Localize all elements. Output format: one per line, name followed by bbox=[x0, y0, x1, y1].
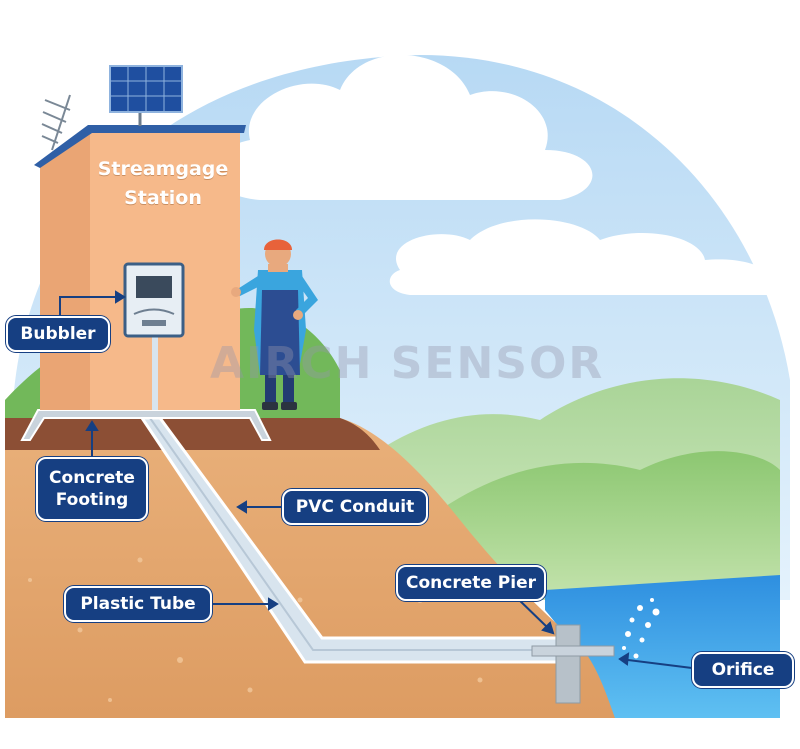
label-pvc-conduit-text: PVC Conduit bbox=[295, 497, 415, 517]
concrete-pier bbox=[531, 624, 615, 704]
label-concrete-footing-line1: Concrete bbox=[49, 468, 135, 488]
antenna-icon bbox=[41, 94, 71, 151]
solar-panel-icon bbox=[109, 65, 183, 126]
label-concrete-pier: Concrete Pier bbox=[396, 565, 546, 601]
station-title-line2: Station bbox=[124, 187, 202, 209]
label-orifice-text: Orifice bbox=[711, 660, 775, 680]
label-orifice: Orifice bbox=[692, 652, 794, 688]
bubbler-device bbox=[123, 262, 185, 410]
label-pvc-conduit: PVC Conduit bbox=[282, 489, 428, 525]
worker-figure bbox=[231, 239, 318, 410]
label-bubbler-text: Bubbler bbox=[20, 324, 96, 344]
station-title: Streamgage Station bbox=[78, 155, 248, 213]
label-concrete-pier-text: Concrete Pier bbox=[405, 573, 537, 593]
label-plastic-tube-text: Plastic Tube bbox=[80, 594, 196, 614]
label-concrete-footing: Concrete Footing bbox=[36, 457, 148, 521]
label-bubbler: Bubbler bbox=[6, 316, 110, 352]
label-concrete-footing-line2: Footing bbox=[55, 490, 129, 510]
label-plastic-tube: Plastic Tube bbox=[64, 586, 212, 622]
watermark: AIRCH SENSOR bbox=[210, 338, 605, 389]
clouds bbox=[213, 54, 777, 295]
leader-lines bbox=[59, 290, 693, 669]
station-title-line1: Streamgage bbox=[97, 158, 229, 180]
